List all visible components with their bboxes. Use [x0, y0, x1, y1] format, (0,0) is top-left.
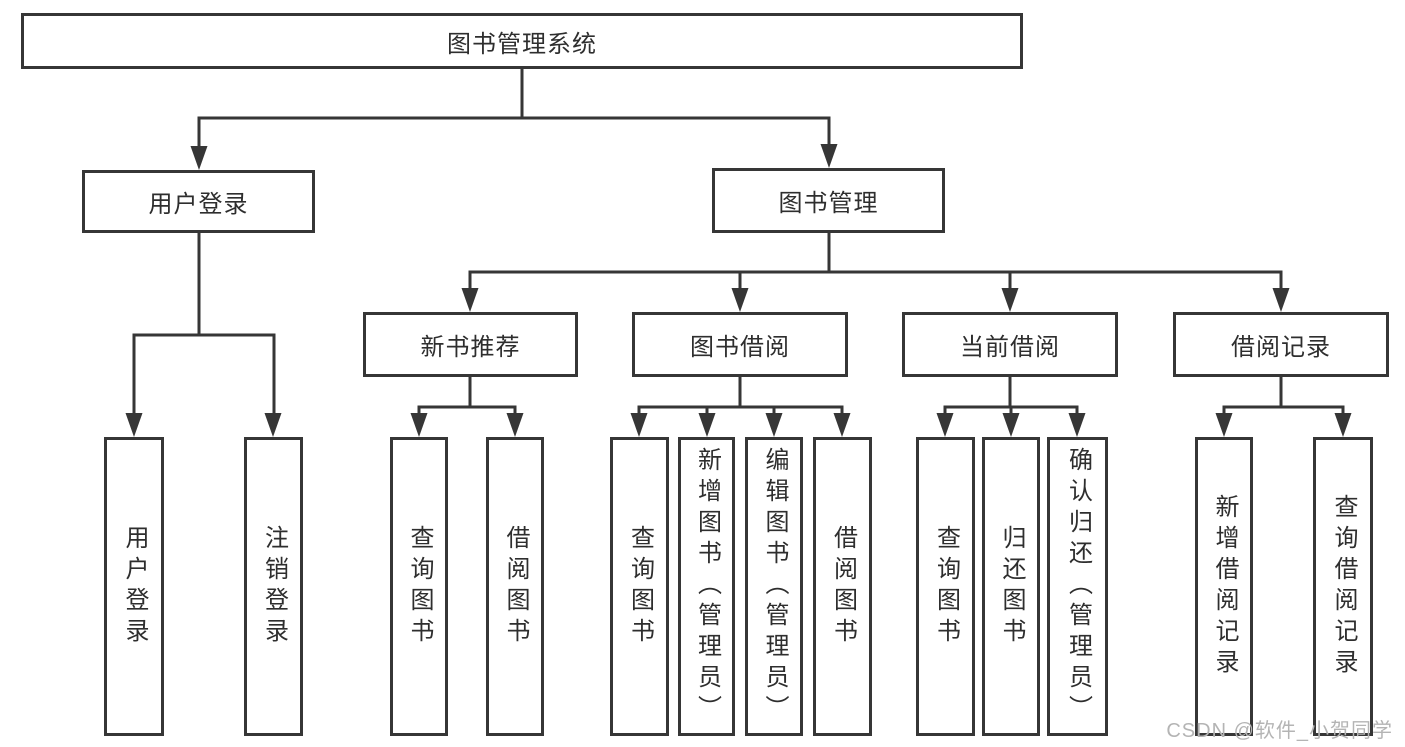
- connector-book-borrow-fork: [637, 377, 844, 415]
- node-user-login-label: 用户登录: [148, 191, 249, 218]
- node-borrow-record: 借阅记录: [1173, 312, 1389, 377]
- node-new-book-recommend-label: 新书推荐: [420, 334, 521, 361]
- leaf-borrow-books-1: 借阅图书: [486, 437, 544, 736]
- connector-borrow-record-fork: [1222, 377, 1345, 415]
- connector-user-login-fork: [132, 233, 276, 415]
- leaf-add-borrow-record: 新增借阅记录: [1195, 437, 1253, 736]
- leaf-query-books-1: 查询图书: [390, 437, 448, 736]
- leaf-add-borrow-record-label: 新增借阅记录: [1211, 493, 1238, 680]
- leaf-user-login: 用户登录: [104, 437, 164, 736]
- arrow-bb-query: [630, 413, 648, 437]
- connector-root-fork: [197, 69, 831, 148]
- arrowheads: [125, 144, 1352, 437]
- node-new-book-recommend: 新书推荐: [363, 312, 578, 377]
- leaf-borrow-books-2: 借阅图书: [813, 437, 872, 736]
- connector-current-borrow-fork: [943, 376, 1079, 415]
- arrow-bb-add: [698, 413, 716, 437]
- arrow-to-user-login: [190, 146, 208, 170]
- leaf-add-book-admin: 新增图书（管理员）: [678, 437, 735, 736]
- arrow-bb-edit: [765, 413, 783, 437]
- arrow-to-leaf-user-login: [125, 413, 143, 437]
- leaf-query-books-2-label: 查询图书: [626, 524, 654, 649]
- leaf-confirm-return-admin-label: 确认归还（管理员）: [1064, 447, 1092, 726]
- arrow-cb-confirm: [1068, 413, 1086, 437]
- leaf-query-books-2: 查询图书: [610, 437, 669, 736]
- arrow-cb-return: [1002, 413, 1020, 437]
- arrow-to-leaf-logout: [264, 413, 282, 437]
- leaf-confirm-return-admin: 确认归还（管理员）: [1047, 437, 1108, 736]
- leaf-edit-book-admin: 编辑图书（管理员）: [745, 437, 803, 736]
- node-borrow-record-label: 借阅记录: [1231, 334, 1331, 361]
- node-book-borrow-label: 图书借阅: [690, 334, 790, 361]
- arrow-to-book-borrow: [731, 288, 749, 312]
- node-current-borrow: 当前借阅: [902, 312, 1118, 377]
- arrow-cb-query: [936, 413, 954, 437]
- arrow-br-add: [1215, 413, 1233, 437]
- node-user-login: 用户登录: [82, 170, 315, 233]
- node-root-label: 图书管理系统: [447, 30, 597, 58]
- leaf-query-borrow-record-label: 查询借阅记录: [1330, 493, 1357, 680]
- connector-new-book-fork: [417, 376, 517, 415]
- node-root: 图书管理系统: [21, 13, 1023, 69]
- leaf-user-login-label: 用户登录: [121, 524, 148, 649]
- leaf-logout-login-label: 注销登录: [260, 524, 288, 649]
- arrow-to-current-borrow: [1001, 288, 1019, 312]
- arrow-nb-query: [410, 413, 428, 437]
- leaf-query-borrow-record: 查询借阅记录: [1313, 437, 1373, 736]
- arrow-to-new-book: [461, 288, 479, 312]
- arrow-br-query: [1334, 413, 1352, 437]
- arrow-bb-borrow: [833, 413, 851, 437]
- leaf-return-book: 归还图书: [982, 437, 1040, 736]
- leaf-query-books-3: 查询图书: [916, 437, 975, 736]
- leaf-edit-book-admin-label: 编辑图书（管理员）: [761, 447, 788, 726]
- leaf-add-book-admin-label: 新增图书（管理员）: [693, 447, 721, 726]
- leaf-borrow-books-1-label: 借阅图书: [502, 524, 529, 649]
- csdn-watermark: CSDN @软件_小贺同学: [1166, 720, 1393, 742]
- leaf-borrow-books-2-label: 借阅图书: [829, 524, 857, 649]
- node-current-borrow-label: 当前借阅: [960, 334, 1060, 361]
- arrow-nb-borrow: [506, 413, 524, 437]
- node-book-management-label: 图书管理: [778, 190, 879, 217]
- node-book-management: 图书管理: [712, 168, 945, 233]
- connector-book-management-fork: [468, 233, 1283, 290]
- leaf-logout-login: 注销登录: [244, 437, 303, 736]
- leaf-query-books-3-label: 查询图书: [932, 524, 960, 649]
- arrow-to-book-management: [820, 144, 838, 168]
- node-book-borrow: 图书借阅: [632, 312, 848, 377]
- arrow-to-borrow-record: [1272, 288, 1290, 312]
- leaf-return-book-label: 归还图书: [998, 524, 1025, 649]
- leaf-query-books-1-label: 查询图书: [406, 524, 433, 649]
